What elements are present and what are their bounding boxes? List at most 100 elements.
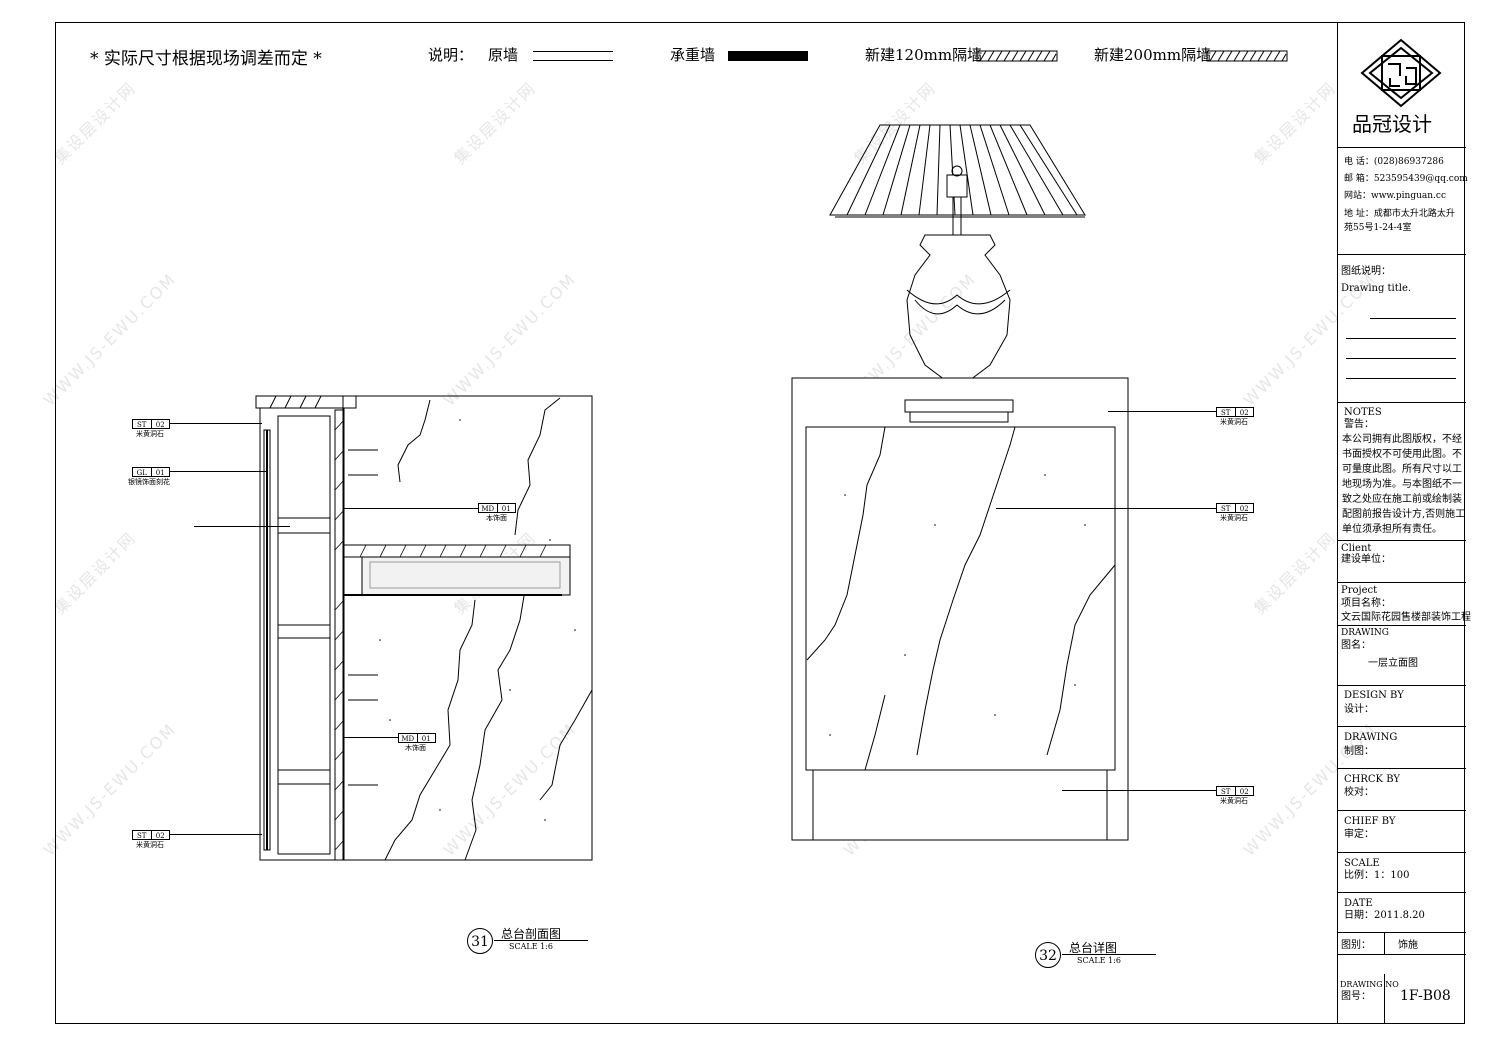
company-name: 品冠设计 [1352, 112, 1432, 136]
contact-phone: 电 话：(028)86937286 [1344, 157, 1444, 167]
notes-en: NOTES [1344, 407, 1382, 418]
drawing-32-number: 32 [1035, 942, 1061, 968]
blank-line [1370, 318, 1456, 319]
tb-vertical-divider [1384, 974, 1385, 1024]
drawing-31-scale: SCALE 1:6 [509, 942, 553, 951]
detail-drawing-32 [791, 124, 1129, 841]
tb-divider [1338, 625, 1466, 626]
tb-divider [1338, 726, 1466, 727]
title-underline [1062, 954, 1156, 955]
date-en: DATE [1344, 898, 1373, 909]
section-drawing-31 [255, 395, 593, 861]
drawing-32-scale: SCALE 1:6 [1077, 956, 1121, 965]
check-en: CHRCK BY [1344, 774, 1400, 785]
check-cn: 校对： [1344, 787, 1374, 798]
legend-new-120-wall: 新建120mm隔墙 [865, 46, 983, 64]
notes-line-6: 配图前报告设计方,否则施工 [1342, 509, 1466, 520]
project-cn: 项目名称： [1341, 598, 1391, 609]
contact-address-2: 苑55号1-24-4室 [1344, 223, 1412, 233]
legend-original-wall-swatch [533, 51, 613, 61]
leader-line [996, 508, 1216, 509]
client-cn: 建设单位： [1341, 554, 1391, 565]
tb-divider [1338, 402, 1466, 403]
notes-line-3: 可量度此图。所有尺寸以工 [1342, 464, 1462, 475]
drawing-value: 一层立面图 [1368, 658, 1418, 669]
company-logo-icon [1360, 38, 1442, 108]
tag-32-st02-top-label: 米黄洞石 [1220, 418, 1248, 426]
blank-line [1346, 358, 1456, 359]
chief-cn: 审定： [1344, 829, 1374, 840]
tag-31-md01-top-label: 木饰面 [486, 514, 507, 522]
notes-line-1: 本公司拥有此图版权，不经 [1342, 434, 1462, 445]
tb-divider [1338, 810, 1466, 811]
tb-divider [1338, 254, 1466, 255]
drawing-32-title: 总台详图 [1069, 941, 1118, 955]
title-underline [494, 940, 588, 941]
tag-32-st02-middle-label: 米黄洞石 [1220, 514, 1248, 522]
scale-en: SCALE [1344, 858, 1380, 869]
tb-divider [1338, 540, 1466, 541]
legend-new-120-swatch [976, 50, 1058, 62]
notes-line-2: 书面授权不可使用此图。不 [1342, 449, 1462, 460]
tb-divider [1338, 932, 1466, 933]
leader-line [344, 737, 398, 738]
chief-en: CHIEF BY [1344, 816, 1396, 827]
legend-new-200-wall: 新建200mm隔墙 [1094, 46, 1212, 64]
drawing-31-title: 总台剖面图 [501, 927, 562, 941]
tb-divider [1338, 685, 1466, 686]
tag-31-md01-bottom-label: 木饰面 [405, 744, 426, 752]
legend-bearing-wall: 承重墙 [670, 46, 716, 64]
notes-line-4: 地现场为准。与本图纸不一 [1342, 479, 1462, 490]
drawing-cn: 图名： [1341, 640, 1371, 651]
legend-label: 说明： [428, 46, 474, 64]
drawing-frame [55, 22, 1465, 1024]
draw-cn: 制图： [1344, 746, 1374, 757]
drawing-title-en: Drawing title. [1341, 283, 1412, 294]
date-cn: 日期：2011.8.20 [1344, 910, 1425, 921]
leader-line [170, 423, 262, 424]
legend-new-200-swatch [1206, 50, 1288, 62]
tb-vertical-divider [1384, 932, 1385, 954]
scale-cn: 比例：1：100 [1344, 870, 1410, 881]
notes-line-7: 单位须承担所有责任。 [1342, 524, 1442, 535]
drawing-no-en: DRAWING NO [1340, 980, 1399, 989]
drawing-no-value: 1F-B08 [1400, 988, 1451, 1004]
tb-divider [1338, 768, 1466, 769]
drawing-title-cn: 图纸说明： [1341, 266, 1391, 277]
tag-31-gl01-label: 银镜饰面刻花 [128, 478, 170, 486]
notes-cn: 警告： [1344, 419, 1374, 430]
draw-en: DRAWING [1344, 732, 1398, 743]
tag-31-st02-bottom-label: 米黄洞石 [136, 841, 164, 849]
leader-line [170, 471, 268, 472]
tb-divider [1338, 954, 1466, 955]
title-block: 品冠设计 电 话：(028)86937286 邮 箱：523595439@qq.… [1337, 22, 1471, 1024]
design-en: DESIGN BY [1344, 690, 1404, 701]
legend-original-wall: 原墙 [488, 46, 519, 64]
contact-address: 地 址：成都市太升北路太升 [1344, 209, 1455, 219]
contact-website: 网站：www.pinguan.cc [1344, 191, 1447, 201]
notes-line-5: 致之处应在施工前或绘制装 [1342, 494, 1462, 505]
tb-divider [1338, 852, 1466, 853]
leader-line [1062, 790, 1216, 791]
tb-divider [1338, 892, 1466, 893]
blank-line [1346, 378, 1456, 379]
legend-bearing-wall-swatch [728, 51, 808, 61]
drawing-en: DRAWING [1341, 628, 1389, 638]
leader-line [170, 834, 262, 835]
category-label: 图别： [1341, 940, 1371, 951]
tag-32-st02-bottom-label: 米黄洞石 [1220, 797, 1248, 805]
leader-line [344, 508, 478, 509]
category-value: 饰施 [1398, 940, 1418, 951]
header-note: * 实际尺寸根据现场调差而定 * [90, 49, 322, 69]
leader-line [194, 526, 290, 527]
tb-divider [1338, 582, 1466, 583]
blank-line [1346, 338, 1456, 339]
